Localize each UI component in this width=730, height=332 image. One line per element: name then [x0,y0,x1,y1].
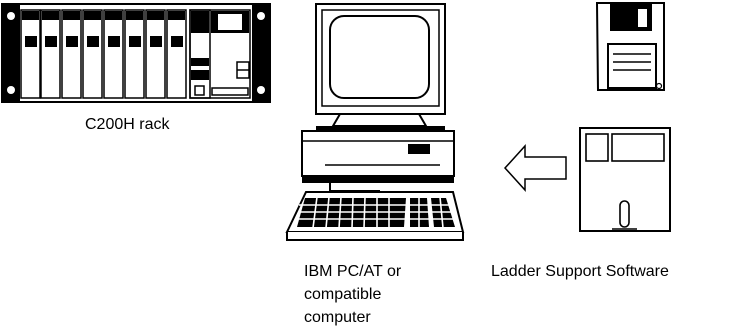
rack-right-bracket [252,4,270,102]
rack-left-bracket [2,4,20,102]
transfer-arrow [503,144,567,192]
computer-system-unit [301,130,455,192]
computer-label-line3: computer [304,309,371,326]
computer-keyboard [285,191,465,241]
io-unit [82,9,103,99]
rack-screw-hole [7,12,15,20]
computer-label-line2: compatible [304,286,382,303]
computer-monitor [315,3,446,131]
floppy-disk-3-5 [595,2,665,91]
io-unit-top-labels [22,11,185,20]
rack-screw-hole [257,12,265,20]
rack-screw-hole [7,86,15,94]
io-unit [145,9,166,99]
io-unit [61,9,82,99]
rack-cpu-unit [189,9,251,99]
io-unit [20,9,41,99]
computer-label-line1: IBM PC/AT or [304,263,402,280]
io-unit [124,9,145,99]
rack-io-units [20,9,187,99]
rack-label: C200H rack [85,116,170,133]
floppy-disk-5-25 [579,127,671,232]
rack-screw-hole [257,86,265,94]
ibm-pc-computer [285,3,465,241]
c200h-rack [1,3,271,103]
io-unit-indicators [25,36,183,47]
io-unit [40,9,61,99]
io-unit [103,9,124,99]
io-unit [166,9,187,99]
software-label: Ladder Support Software [491,263,669,280]
